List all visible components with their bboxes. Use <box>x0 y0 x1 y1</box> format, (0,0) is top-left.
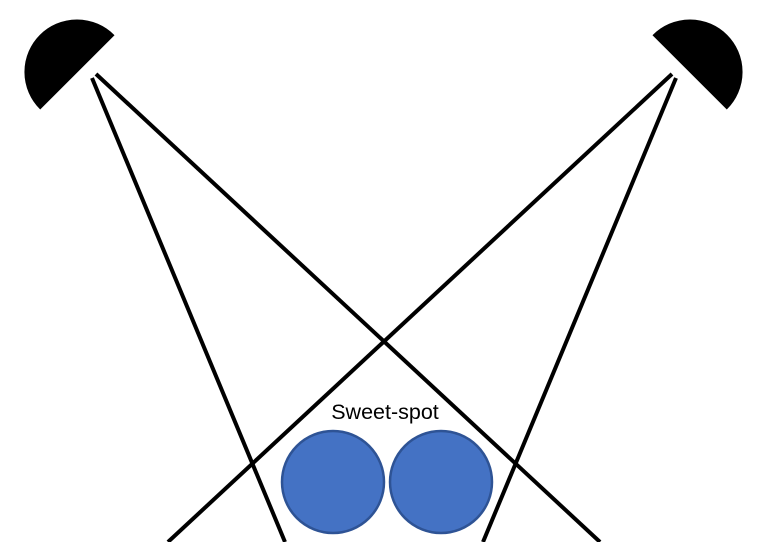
listener-right <box>388 429 494 535</box>
sweet-spot-label: Sweet-spot <box>331 400 439 424</box>
listeners-group <box>280 429 494 535</box>
left-speaker <box>24 19 115 110</box>
listener-left <box>280 429 386 535</box>
right-speaker-outer-ray <box>166 72 674 542</box>
dispersion-lines-group <box>90 72 678 542</box>
right-speaker <box>652 19 743 110</box>
right-speaker-inner-ray <box>481 77 678 542</box>
right-speaker-semicircle <box>652 19 743 110</box>
left-speaker-semicircle <box>24 19 115 110</box>
